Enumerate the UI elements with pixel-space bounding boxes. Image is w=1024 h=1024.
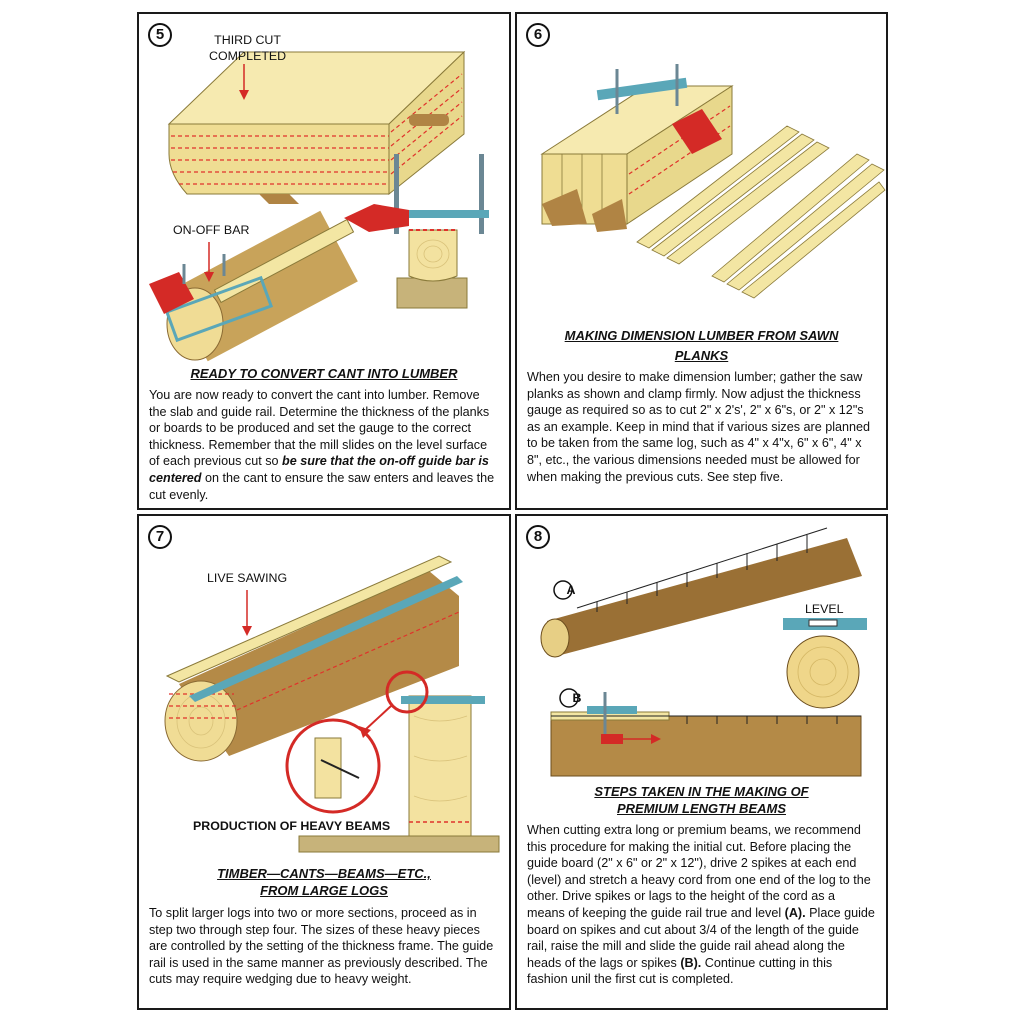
label-on-off-bar: ON-OFF BAR <box>173 223 250 237</box>
step-5-panel: 5 <box>137 12 511 510</box>
step-8-text-part3: Continue cutting in this fashion unil th… <box>527 955 833 987</box>
step-number-5: 5 <box>148 23 172 47</box>
step-7-panel: 7 <box>137 514 511 1010</box>
step-5-text-part2: on the cant to ensure the saw enters and… <box>149 470 495 502</box>
illustration-heavy-beams <box>164 555 500 853</box>
label-a: A <box>566 583 576 597</box>
illustration-cant-to-lumber <box>149 50 489 362</box>
step-8-text-part1: When cutting extra long or premium beams… <box>527 823 871 920</box>
step-5-text-part1: You are now ready to convert the cant in… <box>149 388 490 469</box>
illustration-dimension-lumber <box>540 64 886 299</box>
step-8-ref-b: (B). <box>680 955 702 970</box>
step-8-text-part2: Place guide board on spikes and cut abou… <box>527 905 875 970</box>
step-8-panel: 8 <box>515 514 888 1010</box>
step-number-7: 7 <box>148 525 172 549</box>
step-number-8: 8 <box>526 525 550 549</box>
caption-premium-line1: STEPS TAKEN IN THE MAKING OF <box>594 784 809 799</box>
label-production-heavy-beams: PRODUCTION OF HEAVY BEAMS <box>193 819 391 833</box>
caption-ready-to-convert: READY TO CONVERT CANT INTO LUMBER <box>190 366 458 381</box>
caption-dimension-lumber-line2: PLANKS <box>674 348 729 363</box>
label-b: B <box>572 691 582 705</box>
step-5-text-emphasis: be sure that the on-off guide bar is cen… <box>149 454 489 485</box>
step-8-ref-a: (A). <box>784 905 806 920</box>
step-number-6: 6 <box>526 23 550 47</box>
step-6-panel: 6 MAKING DIMENSION LUMBER <box>515 12 888 510</box>
label-third-cut-completed: THIRD CUT COMPLETED <box>209 33 287 63</box>
step-6-text: When you desire to make dimension lumber… <box>527 370 871 484</box>
step-8-text: When cutting extra long or premium beams… <box>527 822 876 988</box>
caption-premium-line2: PREMIUM LENGTH BEAMS <box>617 801 786 816</box>
caption-timber-line1: TIMBER—CANTS—BEAMS—ETC., <box>217 866 431 881</box>
label-level: LEVEL <box>805 602 844 616</box>
label-live-sawing: LIVE SAWING <box>207 571 288 585</box>
illustration-premium-beams <box>540 527 867 777</box>
step-5-text: You are now ready to convert the cant in… <box>149 387 499 503</box>
caption-timber-line2: FROM LARGE LOGS <box>260 883 388 898</box>
step-7-text: To split larger logs into two or more se… <box>149 906 494 987</box>
caption-dimension-lumber-line1: MAKING DIMENSION LUMBER FROM SAWN <box>564 328 839 343</box>
